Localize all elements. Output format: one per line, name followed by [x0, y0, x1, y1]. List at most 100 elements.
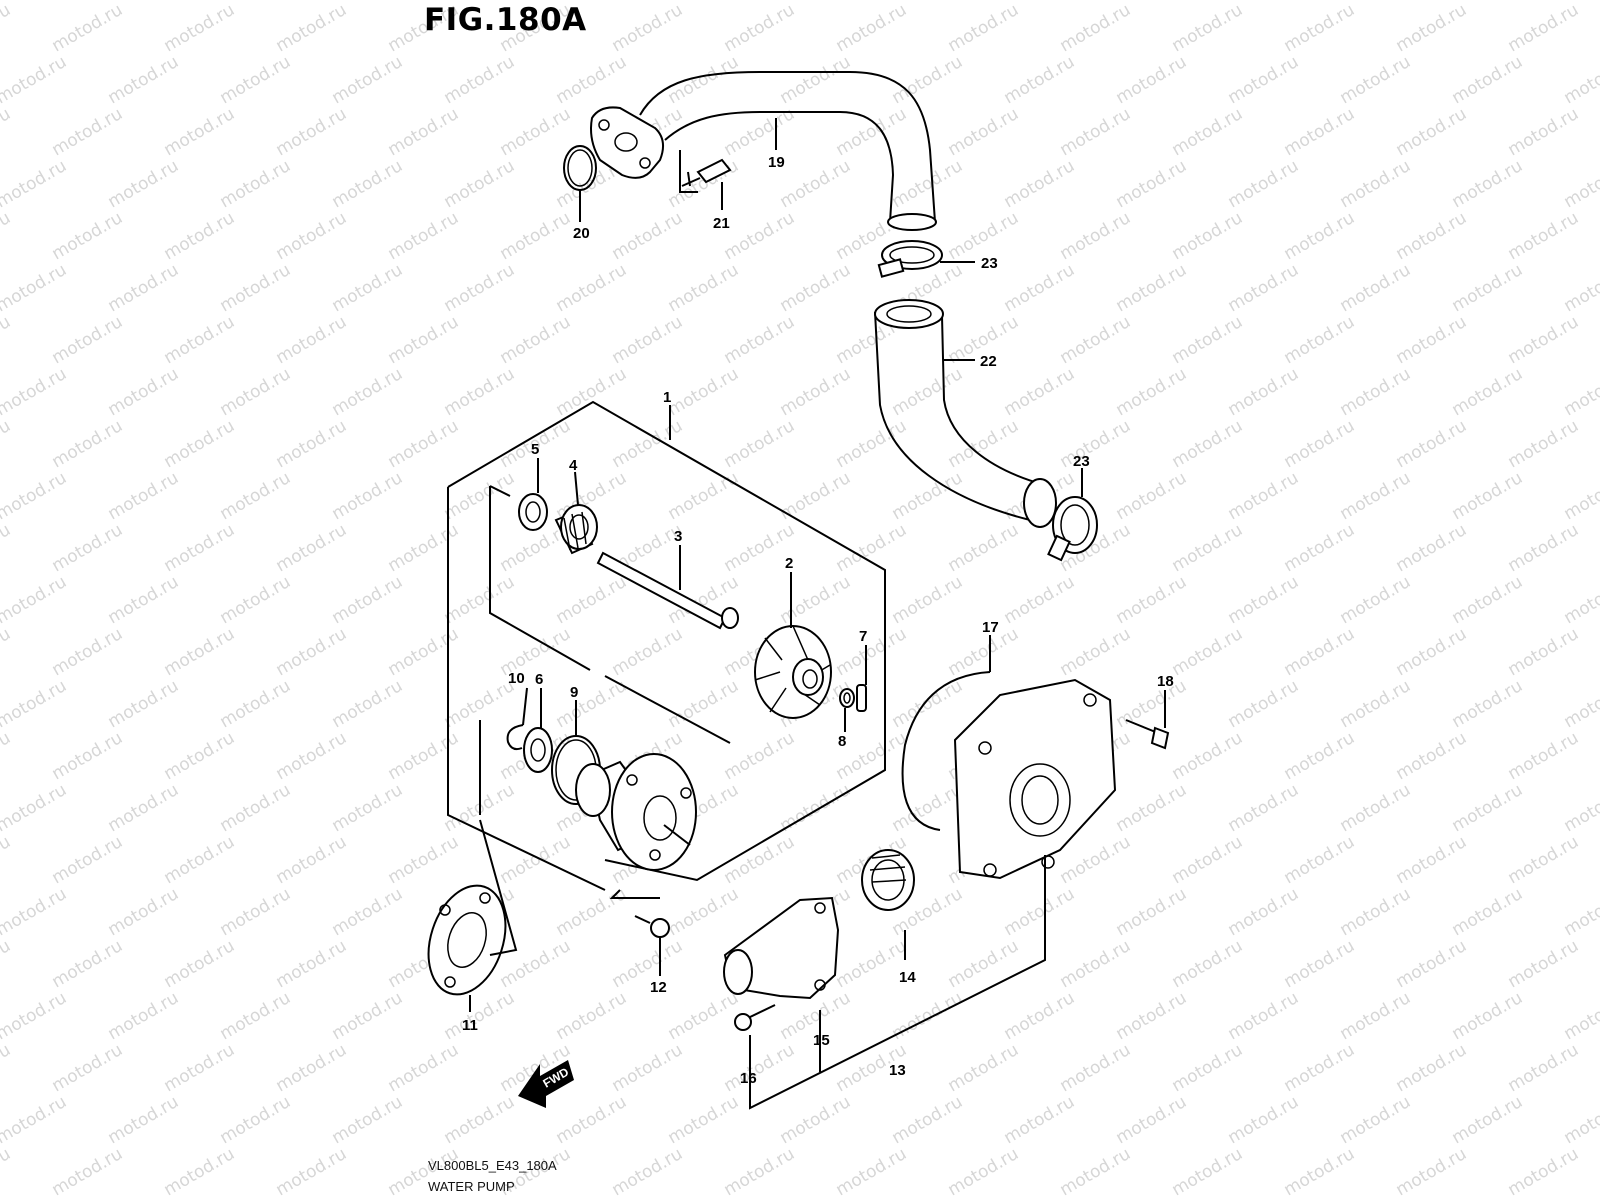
- watermark-text: motod.ru: [105, 1092, 183, 1148]
- watermark-text: motod.ru: [161, 936, 239, 992]
- watermark-text: motod.ru: [385, 104, 463, 160]
- watermark-text: motod.ru: [217, 468, 295, 524]
- watermark-text: motod.ru: [945, 936, 1023, 992]
- thermostat-14: [861, 849, 915, 911]
- watermark-text: motod.ru: [385, 832, 463, 888]
- watermark-text: motod.ru: [1169, 1040, 1247, 1096]
- watermark-text: motod.ru: [217, 676, 295, 732]
- watermark-text: motod.ru: [1337, 780, 1415, 836]
- watermark-text: motod.ru: [1057, 416, 1135, 472]
- callout-13: 13: [889, 1062, 906, 1079]
- watermark-text: motod.ru: [1393, 208, 1471, 264]
- watermark-text: motod.ru: [1561, 572, 1600, 628]
- watermark-text: motod.ru: [889, 364, 967, 420]
- watermark-text: motod.ru: [1113, 780, 1191, 836]
- watermark-text: motod.ru: [1449, 1092, 1527, 1148]
- watermark-text: motod.ru: [1001, 884, 1079, 940]
- watermark-text: motod.ru: [0, 936, 14, 992]
- watermark-text: motod.ru: [1561, 780, 1600, 836]
- watermark-text: motod.ru: [105, 156, 183, 212]
- watermark-text: motod.ru: [1449, 572, 1527, 628]
- watermark-text: motod.ru: [0, 624, 14, 680]
- watermark-text: motod.ru: [833, 1144, 911, 1200]
- watermark-text: motod.ru: [1505, 208, 1583, 264]
- watermark-text: motod.ru: [1113, 676, 1191, 732]
- watermark-text: motod.ru: [1169, 728, 1247, 784]
- watermark-text: motod.ru: [1225, 780, 1303, 836]
- watermark-text: motod.ru: [1281, 936, 1359, 992]
- watermark-text: motod.ru: [945, 104, 1023, 160]
- watermark-text: motod.ru: [329, 52, 407, 108]
- watermark-text: motod.ru: [553, 988, 631, 1044]
- watermark-text: motod.ru: [49, 520, 127, 576]
- watermark-text: motod.ru: [1449, 884, 1527, 940]
- watermark-text: motod.ru: [721, 208, 799, 264]
- watermark-text: motod.ru: [1225, 884, 1303, 940]
- watermark-text: motod.ru: [1169, 832, 1247, 888]
- watermark-text: motod.ru: [0, 312, 14, 368]
- watermark-text: motod.ru: [1561, 468, 1600, 524]
- watermark-text: motod.ru: [609, 624, 687, 680]
- watermark-text: motod.ru: [217, 884, 295, 940]
- watermark-text: motod.ru: [609, 312, 687, 368]
- watermark-text: motod.ru: [161, 416, 239, 472]
- watermark-text: motod.ru: [1393, 624, 1471, 680]
- watermark-text: motod.ru: [721, 416, 799, 472]
- watermark-text: motod.ru: [161, 1040, 239, 1096]
- watermark-text: motod.ru: [1393, 936, 1471, 992]
- watermark-text: motod.ru: [273, 1040, 351, 1096]
- watermark-text: motod.ru: [1449, 52, 1527, 108]
- bolt-21: [679, 150, 732, 193]
- callout-23-lower: 23: [1073, 453, 1090, 470]
- circlip-10: [506, 724, 524, 751]
- watermark-text: motod.ru: [217, 780, 295, 836]
- watermark-text: motod.ru: [1337, 52, 1415, 108]
- watermark-text: motod.ru: [105, 988, 183, 1044]
- watermark-text: motod.ru: [161, 1144, 239, 1200]
- watermark-text: motod.ru: [1561, 676, 1600, 732]
- callout-8: 8: [838, 733, 846, 750]
- callout-9: 9: [570, 684, 578, 701]
- watermark-text: motod.ru: [1505, 520, 1583, 576]
- watermark-text: motod.ru: [1449, 780, 1527, 836]
- watermark-text: motod.ru: [553, 260, 631, 316]
- watermark-text: motod.ru: [1113, 988, 1191, 1044]
- watermark-text: motod.ru: [329, 988, 407, 1044]
- watermark-text: motod.ru: [1169, 208, 1247, 264]
- watermark-text: motod.ru: [1337, 468, 1415, 524]
- watermark-text: motod.ru: [1113, 572, 1191, 628]
- watermark-text: motod.ru: [1505, 1144, 1583, 1200]
- watermark-text: motod.ru: [217, 260, 295, 316]
- watermark-text: motod.ru: [273, 832, 351, 888]
- gasket-11: [427, 819, 518, 996]
- watermark-text: motod.ru: [1113, 260, 1191, 316]
- watermark-text: motod.ru: [1561, 52, 1600, 108]
- watermark-text: motod.ru: [553, 52, 631, 108]
- watermark-text: motod.ru: [721, 0, 799, 56]
- watermark-text: motod.ru: [1057, 1040, 1135, 1096]
- watermark-text: motod.ru: [49, 104, 127, 160]
- watermark-text: motod.ru: [161, 104, 239, 160]
- callout-6: 6: [535, 671, 543, 688]
- watermark-text: motod.ru: [1113, 884, 1191, 940]
- watermark-text: motod.ru: [665, 676, 743, 732]
- watermark-text: motod.ru: [945, 1040, 1023, 1096]
- watermark-text: motod.ru: [1169, 1144, 1247, 1200]
- callout-2: 2: [785, 555, 793, 572]
- watermark-text: motod.ru: [217, 156, 295, 212]
- watermark-text: motod.ru: [161, 728, 239, 784]
- watermark-text: motod.ru: [665, 884, 743, 940]
- watermark-text: motod.ru: [1505, 624, 1583, 680]
- watermark-text: motod.ru: [49, 0, 127, 56]
- watermark-text: motod.ru: [385, 1040, 463, 1096]
- watermark-text: motod.ru: [273, 1144, 351, 1200]
- watermark-text: motod.ru: [1225, 156, 1303, 212]
- watermark-text: motod.ru: [329, 364, 407, 420]
- watermark-text: motod.ru: [0, 52, 70, 108]
- watermark-text: motod.ru: [441, 52, 519, 108]
- watermark-text: motod.ru: [1393, 104, 1471, 160]
- watermark-text: motod.ru: [329, 1092, 407, 1148]
- watermark-text: motod.ru: [1225, 260, 1303, 316]
- watermark-text: motod.ru: [441, 1092, 519, 1148]
- watermark-text: motod.ru: [553, 1092, 631, 1148]
